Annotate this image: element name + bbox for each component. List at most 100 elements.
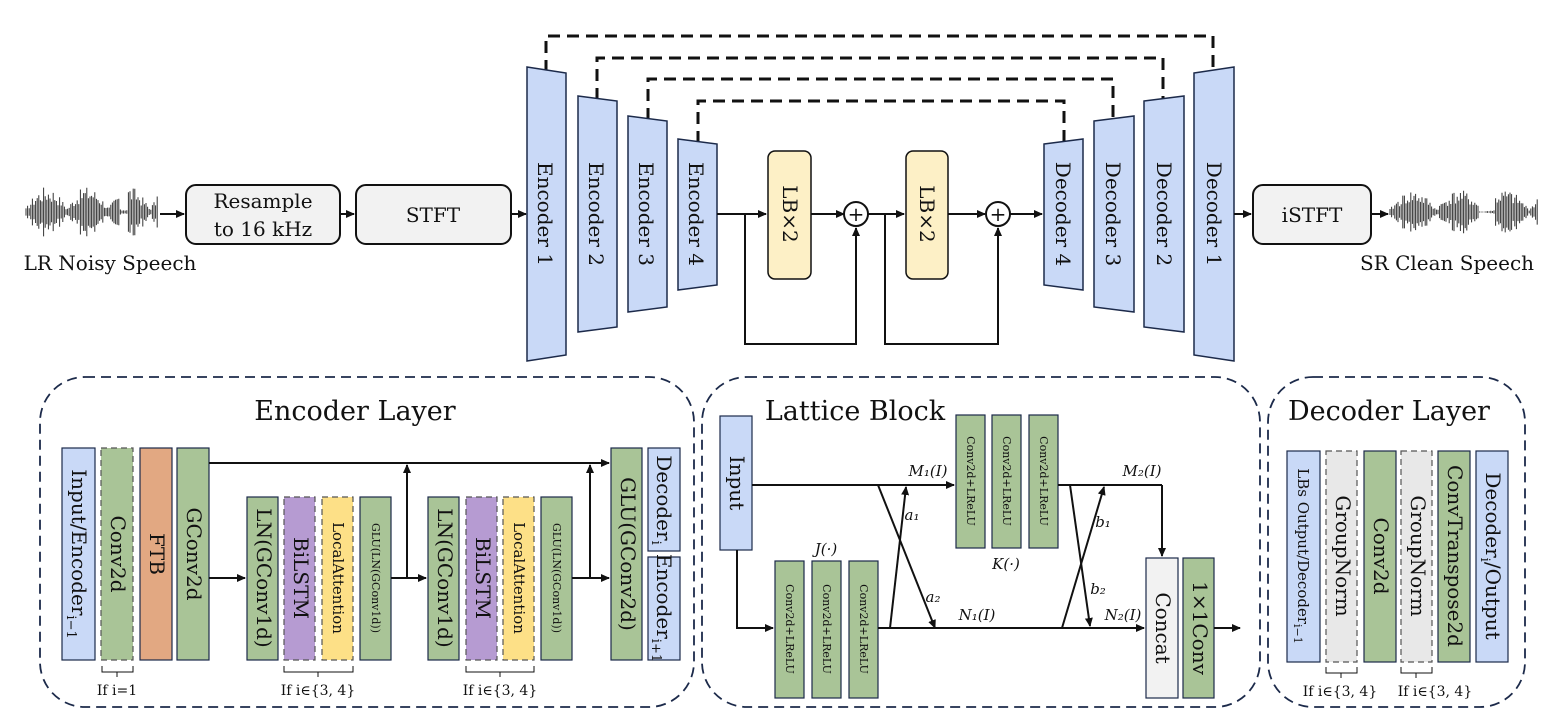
dec-groupnorm-label-1: GroupNorm bbox=[1331, 495, 1355, 616]
enc-input-label: Input/Encoderi−1 bbox=[63, 469, 91, 639]
lb-connections bbox=[736, 481, 1241, 632]
enc-encoder-out-label: Encoderi+1 bbox=[648, 554, 676, 662]
enc-encoder-out-block: Encoderi+1 bbox=[647, 554, 681, 662]
lb-j-conv-3: Conv2d+LReLU bbox=[848, 560, 879, 699]
lb-k-conv-1-label: Conv2d+LReLU bbox=[964, 436, 977, 526]
decoder-3-shape bbox=[1093, 115, 1135, 313]
output-waveform bbox=[1389, 190, 1538, 234]
encoder-3-label: Encoder 3 bbox=[634, 162, 658, 266]
lb-k-conv-2: Conv2d+LReLU bbox=[991, 414, 1022, 549]
enc-conv2d-label: Conv2d bbox=[106, 515, 130, 592]
enc-localattention-label-1: LocalAttention bbox=[329, 522, 347, 634]
encoder-layer-title: Encoder Layer bbox=[254, 396, 455, 427]
dec-conv2d-block: Conv2d bbox=[1363, 450, 1397, 663]
lb-j-conv-1: Conv2d+LReLU bbox=[774, 560, 805, 699]
decoder-4-shape bbox=[1043, 138, 1084, 291]
lb-j-conv-2-label: Conv2d+LReLU bbox=[820, 584, 833, 674]
enc-bilstm-block-1: BiLSTM bbox=[283, 496, 316, 661]
lb-input-block: Input bbox=[719, 415, 753, 551]
enc-decoder-out-block: Decoderi bbox=[647, 447, 681, 552]
dec-convtranspose-label: ConvTranspose2d bbox=[1443, 465, 1467, 647]
encoder-3-shape bbox=[627, 115, 668, 313]
enc-braces bbox=[101, 666, 535, 677]
enc-localattention-block-1: LocalAttention bbox=[321, 496, 354, 661]
enc-connections bbox=[209, 459, 610, 582]
encoder-2-label: Encoder 2 bbox=[584, 162, 608, 266]
lb-a1-label: a₁ bbox=[905, 506, 920, 524]
lb-j-conv-1-label: Conv2d+LReLU bbox=[783, 584, 796, 674]
decoder-1-shape bbox=[1193, 66, 1235, 362]
decoder-2-label: Decoder 2 bbox=[1152, 162, 1176, 266]
plus-node-2: + bbox=[985, 201, 1011, 227]
enc-glu-gconv2d-label: GLU(GConv2d) bbox=[616, 477, 640, 631]
plus-node-1: + bbox=[843, 201, 869, 227]
lb-k-conv-1: Conv2d+LReLU bbox=[955, 414, 986, 549]
lb-input-label: Input bbox=[725, 456, 749, 511]
enc-input-block: Input/Encoderi−1 bbox=[61, 447, 96, 661]
lattice-block-2: LB×2 bbox=[905, 150, 949, 280]
lb-conv1x1-block: 1×1Conv bbox=[1182, 557, 1215, 699]
enc-decoder-out-label: Decoderi bbox=[648, 455, 676, 544]
decoder-2-shape bbox=[1143, 95, 1185, 333]
enc-conv2d-block: Conv2d bbox=[100, 447, 134, 661]
enc-bilstm-label-1: BiLSTM bbox=[289, 537, 313, 619]
decoder-layer-panel: Decoder Layer LBs Output/Decoderi−1 Grou… bbox=[1267, 376, 1526, 708]
encoder-1-shape bbox=[526, 66, 567, 362]
skip-4 bbox=[696, 99, 1066, 143]
enc-gconv2d-label: GConv2d bbox=[182, 507, 206, 600]
enc-ftb-label: FTB bbox=[145, 533, 169, 575]
istft-box: iSTFT bbox=[1252, 184, 1372, 245]
input-waveform bbox=[25, 187, 158, 237]
dec-conv2d-label: Conv2d bbox=[1369, 517, 1393, 594]
encoder-stack: Encoder 1 Encoder 2 Encoder 3 Encoder 4 bbox=[526, 66, 718, 362]
enc-glu-gconv2d-block: GLU(GConv2d) bbox=[610, 447, 643, 661]
lb-j-conv-2: Conv2d+LReLU bbox=[811, 560, 842, 699]
enc-gconv2d-block: GConv2d bbox=[176, 447, 210, 661]
stft-box: STFT bbox=[355, 184, 512, 245]
lb-b1-label: b₁ bbox=[1095, 513, 1111, 531]
enc-ln-gconv1d-block-2: LN(GConv1d) bbox=[427, 496, 460, 661]
lb-m1-label: M₁(I) bbox=[907, 462, 947, 480]
lb-concat-label: Concat bbox=[1151, 592, 1175, 663]
resample-line1: Resample bbox=[213, 189, 312, 213]
lb-a2-label: a₂ bbox=[926, 588, 941, 606]
decoder-3-label: Decoder 3 bbox=[1101, 162, 1125, 266]
encoder-2-shape bbox=[577, 95, 618, 333]
lb-j-conv-3-label: Conv2d+LReLU bbox=[857, 584, 870, 674]
lattice-block-1-label: LB×2 bbox=[778, 185, 802, 242]
lb-concat-block: Concat bbox=[1145, 557, 1179, 699]
dec-output-block: Decoderi/Output bbox=[1475, 450, 1509, 663]
plus-1-symbol: + bbox=[848, 202, 865, 226]
enc-note-if34-1: If i∈{3, 4} bbox=[281, 683, 356, 699]
lattice-block-title: Lattice Block bbox=[765, 396, 946, 427]
dec-convtranspose-block: ConvTranspose2d bbox=[1437, 450, 1471, 663]
enc-glu-label-2: GLU(LN(GConv1d)) bbox=[550, 523, 563, 633]
lattice-block-1: LB×2 bbox=[767, 150, 812, 280]
plus-2-symbol: + bbox=[990, 202, 1007, 226]
decoder-4-label: Decoder 4 bbox=[1051, 162, 1075, 266]
encoder-4-label: Encoder 4 bbox=[684, 162, 708, 266]
lb-b2-label: b₂ bbox=[1090, 580, 1106, 598]
enc-ln-gconv1d-label-2: LN(GConv1d) bbox=[433, 508, 457, 647]
enc-ln-gconv1d-label-1: LN(GConv1d) bbox=[252, 508, 276, 647]
enc-localattention-block-2: LocalAttention bbox=[502, 496, 535, 661]
lattice-block-2-label: LB×2 bbox=[915, 185, 939, 242]
enc-note-if34-2: If i∈{3, 4} bbox=[463, 683, 538, 699]
dec-groupnorm-label-2: GroupNorm bbox=[1406, 495, 1430, 616]
decoder-1-label: Decoder 1 bbox=[1202, 162, 1226, 266]
skip-connections bbox=[544, 34, 1215, 143]
enc-ln-gconv1d-block-1: LN(GConv1d) bbox=[246, 496, 279, 661]
enc-note-if1: If i=1 bbox=[97, 683, 137, 699]
stft-label: STFT bbox=[406, 203, 461, 227]
input-speech-label: LR Noisy Speech bbox=[24, 251, 197, 275]
skip-1 bbox=[544, 34, 1215, 72]
dec-groupnorm-block-2: GroupNorm bbox=[1400, 450, 1433, 663]
skip-3 bbox=[646, 77, 1115, 120]
lattice-chain bbox=[717, 210, 1043, 345]
top-pipeline: LR Noisy Speech Resample to 16 kHz STFT bbox=[24, 34, 1538, 362]
dec-output-label: Decoderi/Output bbox=[1477, 472, 1505, 639]
lb-k-label: K(·) bbox=[991, 555, 1020, 573]
enc-bilstm-label-2: BiLSTM bbox=[471, 537, 495, 619]
dec-groupnorm-block-1: GroupNorm bbox=[1325, 450, 1358, 663]
